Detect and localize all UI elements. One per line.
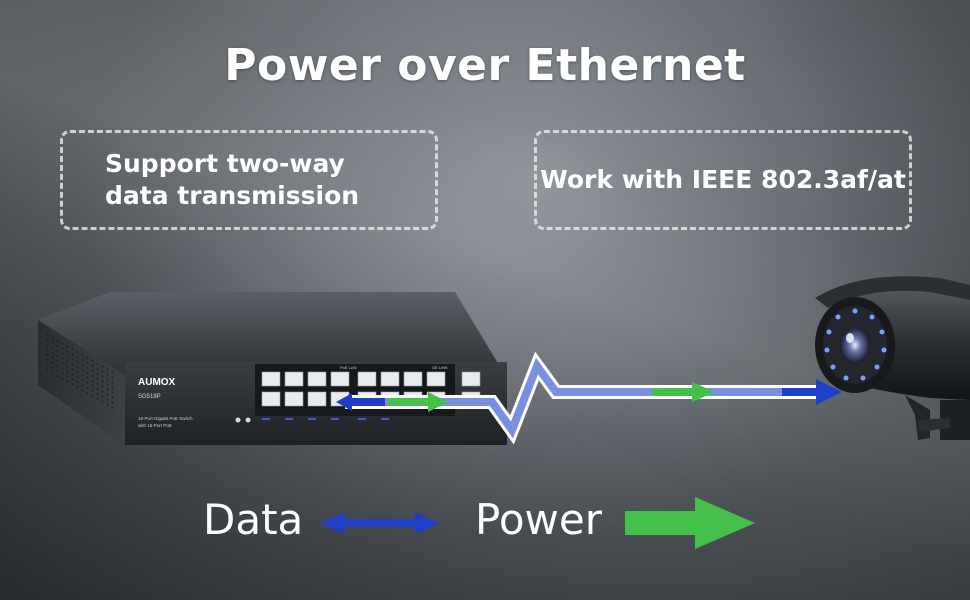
port-label-uplink: GE LINK <box>432 365 448 370</box>
switch-vent-grid <box>45 330 115 412</box>
port <box>261 371 281 387</box>
page-title: Power over Ethernet <box>224 40 746 91</box>
led <box>381 418 389 420</box>
legend-data-label: Data <box>203 495 304 544</box>
led <box>358 418 366 420</box>
port-label-poe: PoE LAN <box>340 365 357 370</box>
poe-switch-device: AUMOX SG518P 16-Port Gigabit PoE Switch … <box>38 292 507 445</box>
led <box>285 418 293 420</box>
port <box>380 371 400 387</box>
camera-sunshield <box>815 276 970 308</box>
switch-desc-line2: with 16-Port PoE <box>138 423 172 428</box>
power-flow-arrow-1 <box>388 392 448 412</box>
camera-arm <box>918 418 950 432</box>
ir-led-ring <box>824 308 887 381</box>
legend-data-arrow <box>320 512 440 534</box>
port <box>284 371 304 387</box>
led-row <box>262 418 389 420</box>
feature-box-ieee: Work with IEEE 802.3af/at <box>534 130 912 230</box>
port <box>307 371 327 387</box>
port <box>330 371 350 387</box>
switch-model: SG518P <box>138 394 161 400</box>
led <box>331 418 339 420</box>
switch-top-face <box>38 292 505 375</box>
status-led <box>245 417 251 423</box>
port <box>403 371 423 387</box>
ethernet-cable <box>345 351 825 445</box>
legend-power-label: Power <box>475 495 602 544</box>
port <box>357 371 377 387</box>
feature-text-two-way: Support two-way data transmission <box>105 148 360 211</box>
feature-text-ieee: Work with IEEE 802.3af/at <box>540 164 906 194</box>
port <box>426 371 446 387</box>
power-led <box>235 417 241 423</box>
cable-fill <box>345 357 825 439</box>
switch-brand: AUMOX <box>138 377 176 388</box>
data-flow-arrow-right <box>782 379 842 405</box>
uplink-port <box>461 371 481 387</box>
port <box>307 391 327 407</box>
port <box>284 391 304 407</box>
led <box>262 418 270 420</box>
camera-mount <box>905 395 930 440</box>
power-flow-arrow-2 <box>652 382 715 402</box>
led <box>308 418 316 420</box>
switch-desc-line1: 16-Port Gigabit PoE Switch <box>138 416 193 421</box>
port <box>261 391 281 407</box>
legend-power-arrow <box>625 497 755 549</box>
data-flow-arrow-left <box>336 393 385 411</box>
cctv-bullet-camera <box>815 276 970 440</box>
camera-lens-highlight <box>846 333 854 343</box>
camera-lens <box>840 327 870 363</box>
feature-box-two-way: Support two-way data transmission <box>60 130 438 230</box>
